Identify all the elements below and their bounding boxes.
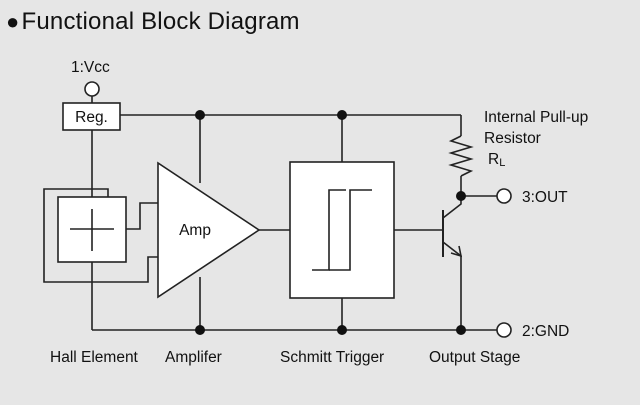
caption-schmitt-trigger: Schmitt Trigger bbox=[280, 349, 384, 366]
hysteresis-icon-return bbox=[329, 189, 372, 271]
pullup-label-line2: Resistor bbox=[484, 130, 541, 147]
amp-label: Amp bbox=[179, 222, 211, 239]
emitter-arrow-icon bbox=[450, 245, 463, 258]
vcc-pin-label: 1:Vcc bbox=[71, 59, 110, 76]
pullup-symbol-subscript: L bbox=[499, 157, 505, 169]
junction-dot-ground-output bbox=[456, 325, 466, 335]
pullup-symbol-main: R bbox=[488, 151, 499, 168]
vcc-terminal bbox=[84, 81, 100, 97]
caption-output-stage: Output Stage bbox=[429, 349, 520, 366]
junction-dot-output bbox=[456, 191, 466, 201]
junction-dot-ground-schmitt bbox=[337, 325, 347, 335]
caption-amplifier: Amplifer bbox=[165, 349, 222, 366]
hall-output-plus-wire bbox=[126, 202, 158, 230]
title-bullet: ● bbox=[6, 9, 20, 34]
junction-dot-supply-amp bbox=[195, 110, 205, 120]
reg-block bbox=[62, 102, 121, 131]
pullup-symbol: RL bbox=[488, 151, 505, 169]
diagram-title-text: Functional Block Diagram bbox=[21, 8, 300, 35]
pullup-label-line1: Internal Pull-up bbox=[484, 109, 588, 126]
out-terminal bbox=[496, 188, 512, 204]
amplifier-triangle bbox=[157, 161, 261, 299]
hall-output-minus-wire bbox=[43, 188, 158, 283]
caption-hall-element: Hall Element bbox=[50, 349, 139, 366]
junction-dot-supply-schmitt bbox=[337, 110, 347, 120]
hysteresis-icon bbox=[312, 189, 346, 271]
gnd-pin-label: 2:GND bbox=[522, 323, 569, 340]
out-pin-label: 3:OUT bbox=[522, 189, 568, 206]
junction-dot-ground-amp bbox=[195, 325, 205, 335]
gnd-terminal bbox=[496, 322, 512, 338]
reg-label: Reg. bbox=[75, 109, 108, 126]
diagram-title: ●Functional Block Diagram bbox=[6, 8, 300, 36]
schmitt-trigger-block bbox=[289, 161, 395, 299]
pullup-resistor bbox=[448, 135, 474, 177]
